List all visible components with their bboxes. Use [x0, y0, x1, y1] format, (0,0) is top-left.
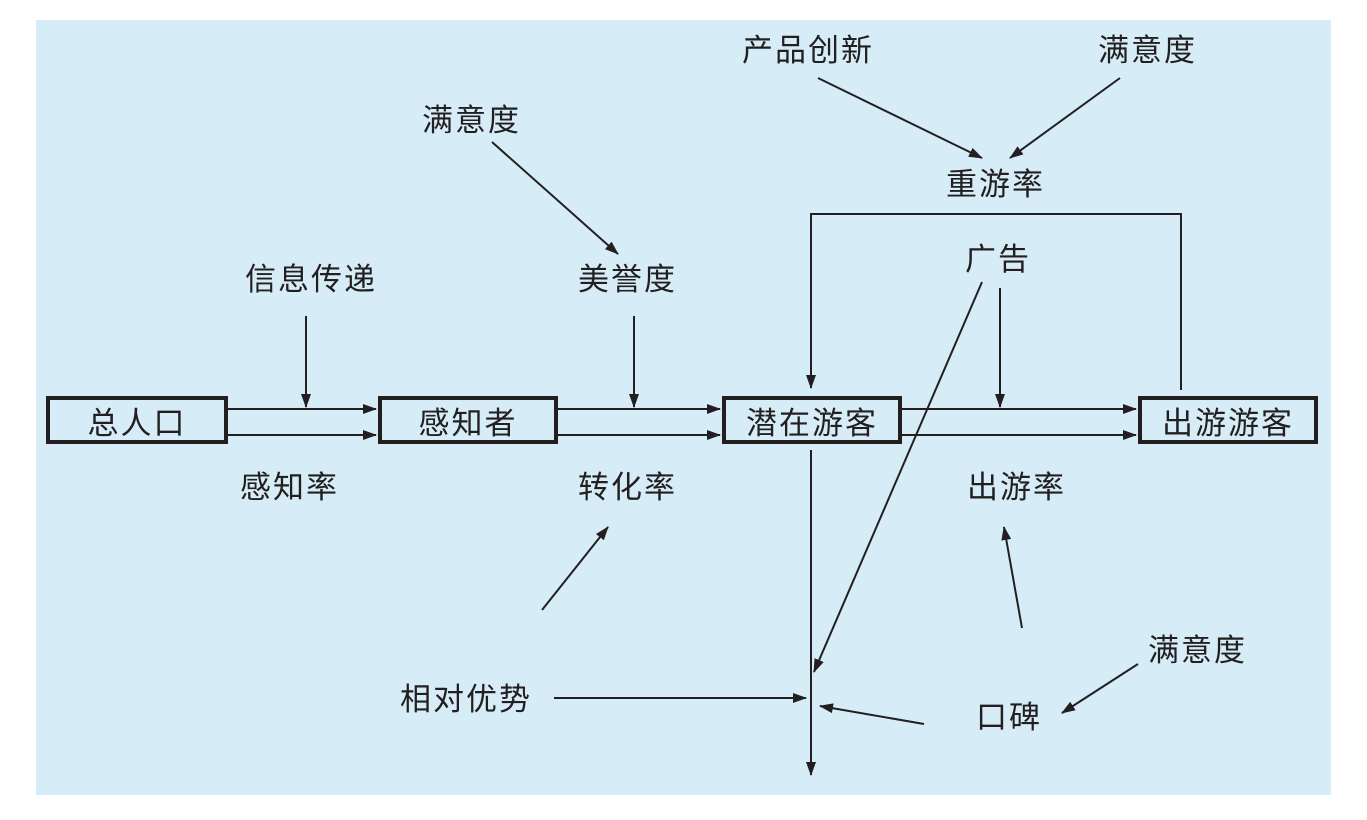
arrow-word-of-mouth-to-travel: [1001, 526, 1023, 629]
label-word-of-mouth: 口碑: [976, 700, 1042, 736]
label-satisfaction-3: 满意度: [1148, 633, 1247, 669]
label-travel-rate: 出游率: [967, 470, 1066, 506]
arrow-advertising-to-loss: [813, 281, 983, 673]
revisit-feedback-loop: [806, 213, 1182, 390]
node-actual-tourists-label: 出游游客: [1162, 405, 1294, 442]
label-product-innovation: 产品创新: [742, 33, 874, 69]
node-actual-tourists: 出游游客: [1138, 396, 1318, 444]
arrow-to-conversion-rate: [541, 526, 609, 611]
label-relative-advantage: 相对优势: [400, 682, 532, 718]
arrow-satisfaction-to-reputation: [491, 141, 619, 255]
label-conversion-rate: 转化率: [578, 470, 677, 506]
node-perceivers-label: 感知者: [418, 405, 518, 442]
node-perceivers: 感知者: [378, 396, 558, 444]
diagram-background: [36, 20, 1331, 795]
label-advertising: 广告: [965, 242, 1031, 278]
node-total-population-label: 总人口: [87, 405, 187, 442]
label-revisit-rate: 重游率: [946, 167, 1045, 203]
label-satisfaction-1: 满意度: [422, 103, 521, 139]
node-potential-tourists-label: 潜在游客: [746, 405, 878, 442]
label-info-transfer: 信息传递: [245, 262, 377, 298]
label-reputation: 美誉度: [578, 262, 677, 298]
arrow-satisfaction-to-revisit: [1009, 77, 1121, 159]
arrow-word-of-mouth-to-loss: [819, 703, 925, 725]
arrow-satisfaction-to-word-of-mouth: [1061, 663, 1139, 714]
node-potential-tourists: 潜在游客: [722, 396, 902, 444]
node-total-population: 总人口: [46, 396, 228, 444]
label-satisfaction-2: 满意度: [1098, 33, 1197, 69]
arrow-product-innovation: [817, 77, 983, 159]
label-perception-rate: 感知率: [240, 470, 339, 506]
